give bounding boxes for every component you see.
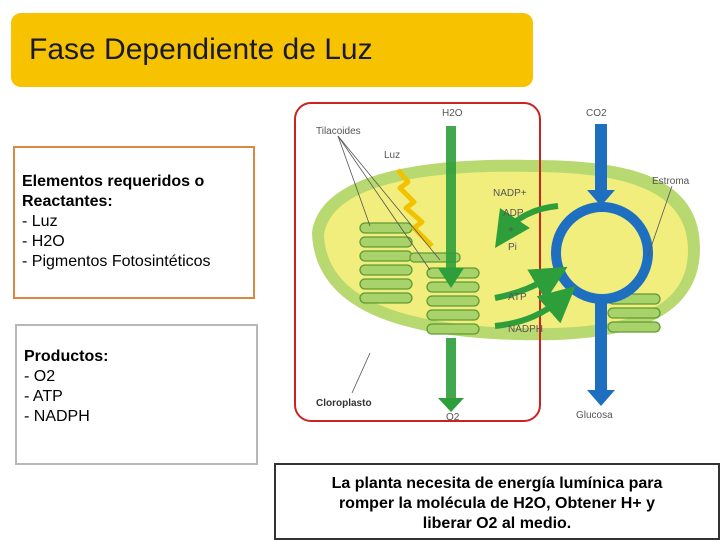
label-h2o: H2O <box>442 108 463 119</box>
reactants-heading-2: Reactantes: <box>22 193 113 210</box>
label-plus: + <box>508 225 514 236</box>
reactants-box: Elementos requeridos o Reactantes: - Luz… <box>13 146 255 299</box>
o2-arrow-shaft <box>446 338 456 400</box>
glucose-arrow-shaft <box>595 303 607 393</box>
label-cloroplasto: Cloroplasto <box>316 398 372 409</box>
light-lightning-bolt <box>396 168 434 248</box>
caption-text: La planta necesita de energía lumínica p… <box>276 474 718 534</box>
product-item: - ATP <box>24 388 63 405</box>
o2-arrow-head <box>438 398 464 412</box>
nadp-arrow <box>495 203 559 248</box>
h2o-arrow-head <box>438 268 464 288</box>
caption-line: liberar O2 al medio. <box>422 515 572 532</box>
title-banner: Fase Dependiente de Luz <box>11 13 533 87</box>
label-adp: ADP <box>503 208 524 219</box>
chloroplast-diagram: Tilacoides H2O CO2 Luz NADP+ Estroma ADP… <box>290 98 715 428</box>
label-nadph: NADPH <box>508 324 543 335</box>
label-co2: CO2 <box>586 108 607 119</box>
co2-arrow-head <box>587 190 615 206</box>
label-pi: Pi <box>508 242 517 253</box>
thylakoid-stack-3 <box>607 293 661 333</box>
caption-box: La planta necesita de energía lumínica p… <box>274 463 720 540</box>
glucose-arrow-head <box>587 390 615 406</box>
products-heading: Productos: <box>24 348 109 365</box>
slide-title: Fase Dependiente de Luz <box>29 33 373 66</box>
label-luz: Luz <box>384 150 400 161</box>
h2o-arrow-shaft <box>446 126 456 276</box>
caption-line: La planta necesita de energía lumínica p… <box>331 475 663 492</box>
label-o2: O2 <box>446 412 460 423</box>
label-glucosa: Glucosa <box>576 410 613 421</box>
caption-line: romper la molécula de H2O, Obtener H+ y <box>338 495 656 512</box>
thylakoid-stack-1 <box>359 222 413 304</box>
label-nadp: NADP+ <box>493 188 527 199</box>
co2-arrow-shaft <box>595 124 607 194</box>
label-estroma: Estroma <box>652 176 690 187</box>
products-box: Productos: - O2 - ATP - NADPH <box>15 324 258 465</box>
nadph-arrow <box>494 286 576 329</box>
pointer-lines <box>337 135 673 394</box>
calvin-cycle-circle <box>551 202 653 304</box>
label-tilacoides: Tilacoides <box>316 126 361 137</box>
reactants-text: Elementos requeridos o Reactantes: - Luz… <box>22 172 211 272</box>
products-text: Productos: - O2 - ATP - NADPH <box>24 347 108 427</box>
reactants-heading-1: Elementos requeridos o <box>22 173 205 190</box>
reactant-item: - Pigmentos Fotosintéticos <box>22 253 211 270</box>
product-item: - NADPH <box>24 408 90 425</box>
light-phase-frame <box>294 102 541 422</box>
atp-arrow <box>494 266 568 301</box>
reactant-item: - H2O <box>22 233 65 250</box>
label-atp: ATP <box>508 292 527 303</box>
reactant-item: - Luz <box>22 213 58 230</box>
chloroplast-svg: Tilacoides H2O CO2 Luz NADP+ Estroma ADP… <box>294 102 700 423</box>
product-item: - O2 <box>24 368 56 385</box>
